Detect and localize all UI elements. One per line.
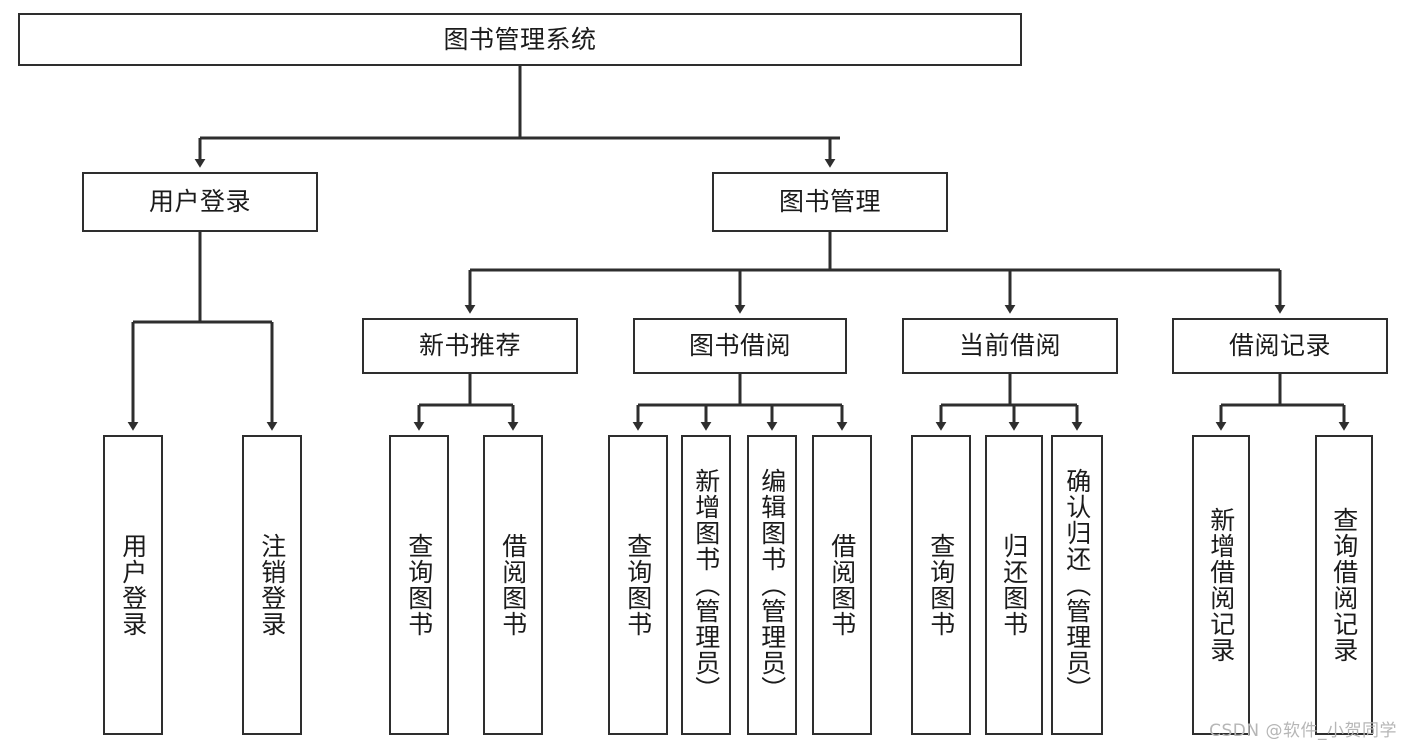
node-leaf-user-login[interactable]: 用户登录 xyxy=(103,435,163,735)
node-new-book-recommend-label: 新书推荐 xyxy=(418,331,521,361)
node-leaf-query-book-cur-label: 查询图书 xyxy=(926,533,956,637)
node-leaf-edit-book-label: 编辑图书（管理员） xyxy=(757,468,787,702)
node-leaf-query-book-rec[interactable]: 查询图书 xyxy=(389,435,449,735)
node-new-book-recommend[interactable]: 新书推荐 xyxy=(362,318,578,374)
node-leaf-query-record[interactable]: 查询借阅记录 xyxy=(1315,435,1373,735)
node-leaf-query-book-rec-label: 查询图书 xyxy=(404,533,434,637)
node-root[interactable]: 图书管理系统 xyxy=(18,13,1022,66)
node-leaf-query-book-cur[interactable]: 查询图书 xyxy=(911,435,971,735)
node-borrow-record-label: 借阅记录 xyxy=(1228,331,1331,361)
node-borrow-record[interactable]: 借阅记录 xyxy=(1172,318,1388,374)
node-leaf-logout-label: 注销登录 xyxy=(257,533,287,637)
node-leaf-borrow-book[interactable]: 借阅图书 xyxy=(812,435,872,735)
node-book-borrow-label: 图书借阅 xyxy=(688,331,791,361)
node-leaf-add-record-label: 新增借阅记录 xyxy=(1206,507,1236,663)
node-leaf-edit-book[interactable]: 编辑图书（管理员） xyxy=(747,435,797,735)
node-leaf-return-book-label: 归还图书 xyxy=(999,533,1029,637)
node-leaf-query-record-label: 查询借阅记录 xyxy=(1329,507,1359,663)
node-book-borrow[interactable]: 图书借阅 xyxy=(633,318,847,374)
node-leaf-borrow-book-rec[interactable]: 借阅图书 xyxy=(483,435,543,735)
node-leaf-query-book-borrow[interactable]: 查询图书 xyxy=(608,435,668,735)
node-leaf-confirm-return[interactable]: 确认归还（管理员） xyxy=(1051,435,1103,735)
node-leaf-confirm-return-label: 确认归还（管理员） xyxy=(1062,468,1092,702)
node-current-borrow[interactable]: 当前借阅 xyxy=(902,318,1118,374)
node-leaf-user-login-label: 用户登录 xyxy=(118,533,148,637)
node-current-borrow-label: 当前借阅 xyxy=(958,331,1061,361)
node-leaf-add-book-label: 新增图书（管理员） xyxy=(691,468,721,702)
node-leaf-add-record[interactable]: 新增借阅记录 xyxy=(1192,435,1250,735)
node-leaf-query-book-borrow-label: 查询图书 xyxy=(623,533,653,637)
csdn-watermark: CSDN @软件_小贺同学 xyxy=(1209,721,1397,741)
node-leaf-borrow-book-label: 借阅图书 xyxy=(827,533,857,637)
node-root-label: 图书管理系统 xyxy=(443,24,597,54)
node-book-manage-label: 图书管理 xyxy=(778,187,881,217)
node-user-login-label: 用户登录 xyxy=(148,187,251,217)
node-leaf-add-book[interactable]: 新增图书（管理员） xyxy=(681,435,731,735)
node-user-login[interactable]: 用户登录 xyxy=(82,172,318,232)
node-book-manage[interactable]: 图书管理 xyxy=(712,172,948,232)
node-leaf-borrow-book-rec-label: 借阅图书 xyxy=(498,533,528,637)
node-leaf-return-book[interactable]: 归还图书 xyxy=(985,435,1043,735)
node-leaf-logout[interactable]: 注销登录 xyxy=(242,435,302,735)
